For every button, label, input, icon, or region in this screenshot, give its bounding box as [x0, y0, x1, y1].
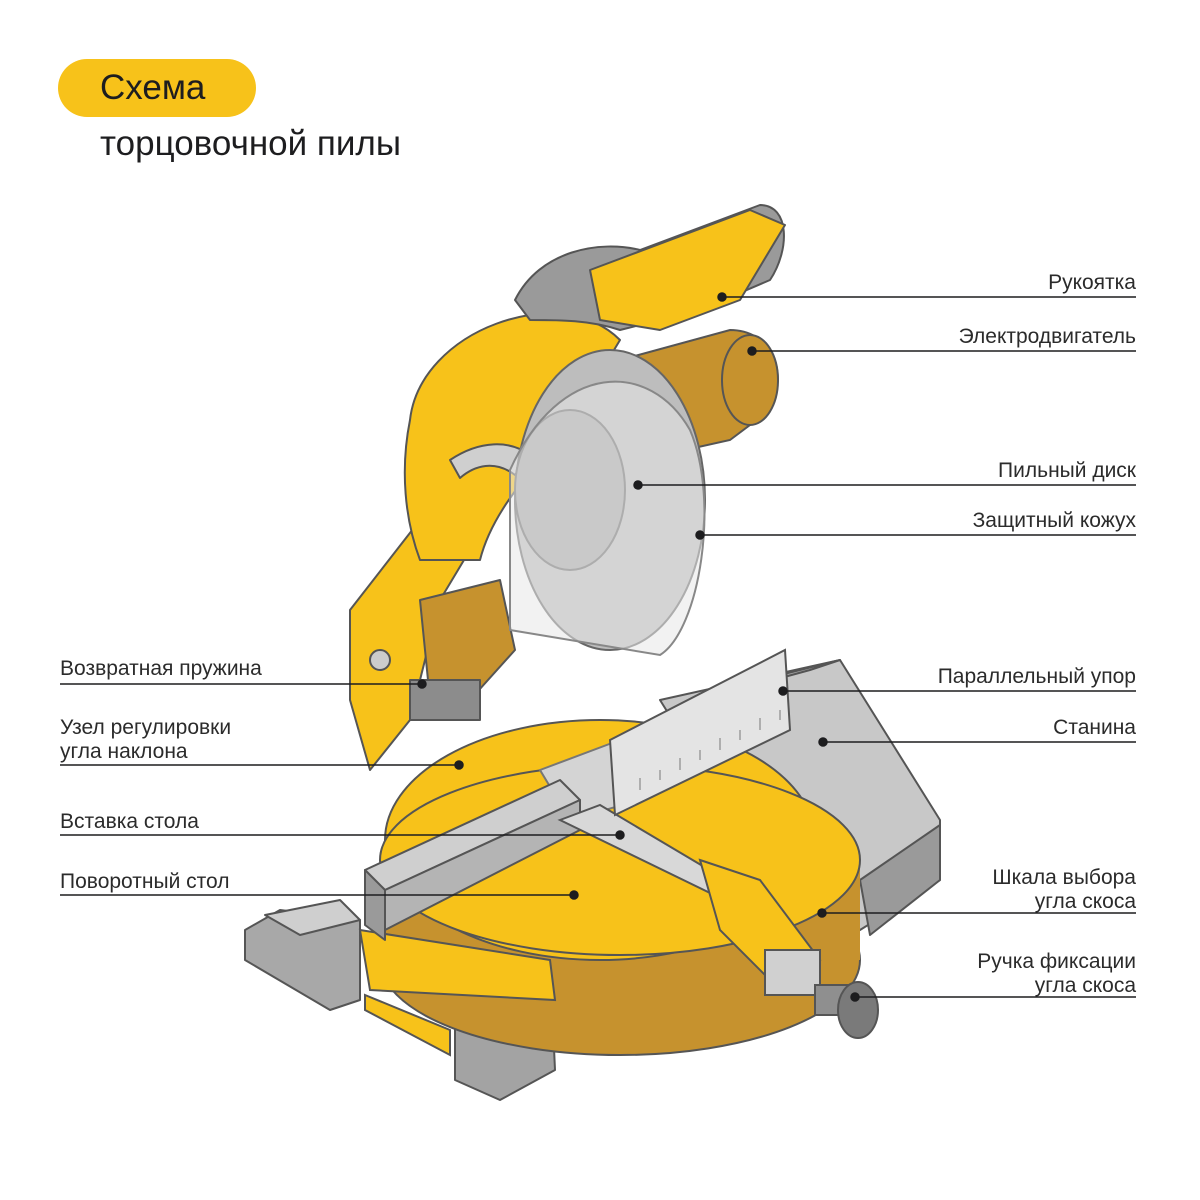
label-motor: Электродвигатель	[958, 325, 1136, 348]
lower-guard	[509, 380, 706, 657]
label-bevel-scale-line2: угла скоса	[1034, 890, 1136, 913]
label-bevel-lock-line2: угла скоса	[1034, 974, 1136, 997]
label-saw-blade: Пильный диск	[998, 459, 1136, 482]
front-arm	[698, 858, 879, 1039]
page-title: Схема	[100, 68, 206, 107]
parallel-fence	[608, 648, 792, 817]
handle	[514, 204, 786, 331]
label-table-insert: Вставка стола	[60, 810, 199, 833]
label-tilt-adjust: Узел регулировки	[60, 716, 232, 739]
leader-lines	[60, 292, 1136, 1002]
label-return-spring: Возвратная пружина	[60, 657, 262, 680]
label-turntable: Поворотный стол	[60, 870, 230, 893]
label-guard: Защитный кожух	[972, 509, 1136, 532]
label-base: Станина	[1053, 716, 1136, 739]
label-bevel-lock: Ручка фиксации	[977, 950, 1136, 973]
label-tilt-adjust-line2: угла наклона	[60, 740, 188, 763]
title-pill	[58, 59, 256, 117]
page-subtitle: торцовочной пилы	[100, 124, 401, 163]
label-parallel-fence: Параллельный упор	[937, 665, 1136, 688]
label-handle: Рукоятка	[1048, 271, 1136, 294]
label-bevel-scale: Шкала выбора	[992, 866, 1136, 889]
